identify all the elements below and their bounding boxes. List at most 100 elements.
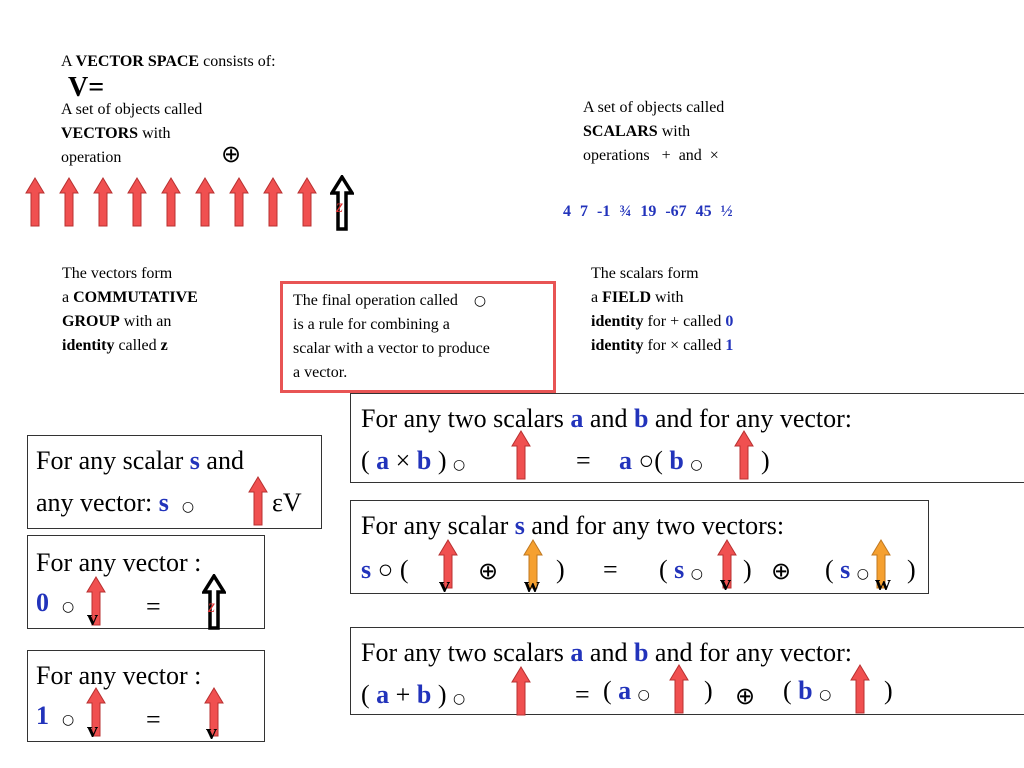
circle-op-icon: ○ — [62, 712, 75, 728]
distv-w-label: w — [524, 572, 540, 597]
field-zero: 0 — [725, 313, 734, 330]
group-bold: GROUP — [62, 313, 120, 330]
circle-op-icon: ○ — [181, 499, 195, 515]
vector-arrow-icon — [127, 177, 147, 227]
closure-line1: For any scalar s and — [36, 442, 244, 480]
dists-rhs2: ( b ○ — [783, 672, 831, 714]
scalars-definition: A set of objects called SCALARS with ope… — [583, 96, 724, 168]
final-op-line3: scalar with a vector to produce — [293, 340, 490, 357]
dists-text1: For any two scalars — [361, 638, 564, 667]
oplus-icon: ⊕ — [221, 140, 242, 168]
dists-a2: a — [376, 680, 390, 709]
assoc-b: b — [633, 404, 649, 433]
distv-rhs2: ( s ○ — [825, 551, 869, 593]
vector-arrow-icon — [248, 476, 268, 526]
zero-vector-label: z — [336, 196, 344, 216]
intro-suffix: consists of: — [203, 53, 276, 70]
axiom-zero-box: For any vector : 0 ○ v = z — [27, 535, 265, 629]
oplus-icon: ⊕ — [771, 557, 792, 585]
dists-line1: For any two scalars a and b and for any … — [361, 634, 852, 672]
zero-z-label: z — [208, 596, 216, 616]
group-definition: The vectors form a COMMUTATIVE GROUP wit… — [62, 262, 198, 358]
field-definition: The scalars form a FIELD with identity f… — [591, 262, 733, 358]
dists-lp: ( — [361, 680, 370, 709]
distv-lp3: ( — [825, 555, 834, 584]
plus-op: + — [661, 147, 671, 164]
vector-arrow-icon — [93, 177, 113, 227]
distv-rp: ) — [556, 555, 565, 584]
field-line1: The scalars form — [591, 265, 699, 282]
assoc-rp: ) — [437, 446, 447, 475]
and-word: and — [678, 147, 702, 164]
assoc-line1: For any two scalars a and b and for any … — [361, 400, 852, 438]
distv-v-label2: v — [720, 570, 731, 595]
field-one: 1 — [725, 337, 734, 354]
circle-op-icon: ○ — [452, 457, 466, 473]
assoc-circ-paren: ○( — [638, 446, 663, 475]
identity-bold: identity — [62, 337, 115, 354]
assoc-eq: = — [576, 446, 591, 475]
zero-text1: For any vector : — [36, 548, 202, 577]
final-op-line1: The final operation called — [293, 292, 458, 309]
dists-text2: and for any vector: — [654, 638, 853, 667]
circle-op-icon: ○ — [62, 599, 75, 615]
distv-w-label2: w — [875, 570, 891, 595]
assoc-rp2: ) — [761, 446, 770, 475]
group-z: z — [160, 337, 168, 354]
field-a: a — [591, 289, 599, 306]
vector-arrow-icon — [297, 177, 317, 227]
vector-arrow-icon — [195, 177, 215, 227]
closure-in-v: εV — [272, 488, 302, 517]
distv-rp3: ) — [907, 555, 916, 584]
scalar-example: 19 — [640, 203, 657, 220]
distv-text1: For any scalar — [361, 511, 509, 540]
scalar-example: ¾ — [619, 203, 632, 220]
one-text1: For any vector : — [36, 661, 202, 690]
intro-heading: A VECTOR SPACE consists of: — [61, 50, 276, 74]
final-op-line4: a vector. — [293, 364, 348, 381]
one-eq: = — [146, 705, 161, 734]
scalar-example: 45 — [695, 203, 712, 220]
scalars-line1: A set of objects called — [583, 99, 725, 116]
vector-arrow-icon — [263, 177, 283, 227]
assoc-b3: b — [669, 446, 684, 475]
identity-plus-bold: identity — [591, 313, 644, 330]
distv-line1: For any scalar s and for any two vectors… — [361, 507, 784, 545]
zero-v-label: v — [87, 605, 98, 630]
assoc-lp: ( — [361, 446, 370, 475]
commutative-bold: COMMUTATIVE — [73, 289, 198, 306]
vector-arrow-icon — [511, 666, 531, 716]
closure-text3: any vector: — [36, 488, 153, 517]
vectors-definition: A set of objects called VECTORS with ope… — [61, 98, 202, 170]
closure-text1: For any scalar — [36, 446, 184, 475]
distv-text2: and for any two vectors: — [531, 511, 785, 540]
field-for-times: for × called — [647, 337, 722, 354]
distv-s: s — [514, 511, 525, 540]
closure-s2: s — [158, 488, 169, 517]
distv-s4: s — [840, 555, 851, 584]
vector-arrow-icon — [59, 177, 79, 227]
dists-eq: = — [575, 680, 590, 709]
assoc-rhs: a ○( b ○ — [619, 442, 703, 484]
group-line1: The vectors form — [62, 265, 173, 282]
v-label: V= — [68, 72, 105, 103]
vectors-line3: operation — [61, 149, 122, 166]
oplus-icon: ⊕ — [478, 557, 499, 585]
vector-space-title: VECTOR SPACE — [75, 53, 200, 70]
dists-a: a — [570, 638, 584, 667]
final-op-text: The final operation called ○ is a rule f… — [293, 289, 490, 385]
dists-rp3: ) — [884, 676, 893, 705]
assoc-and: and — [589, 404, 628, 433]
dists-rhs1: ( a ○ — [603, 672, 650, 714]
intro-prefix: A — [61, 53, 72, 70]
zero-line2: 0 ○ — [36, 584, 74, 626]
vector-examples — [25, 177, 325, 227]
one-v2-label: v — [206, 719, 217, 744]
dists-b: b — [633, 638, 649, 667]
distv-s2: s — [361, 555, 372, 584]
scalar-example: -1 — [597, 203, 611, 220]
circle-op-icon: ○ — [819, 687, 832, 703]
scalar-example: -67 — [665, 203, 687, 220]
assoc-text2: and for any vector: — [654, 404, 853, 433]
